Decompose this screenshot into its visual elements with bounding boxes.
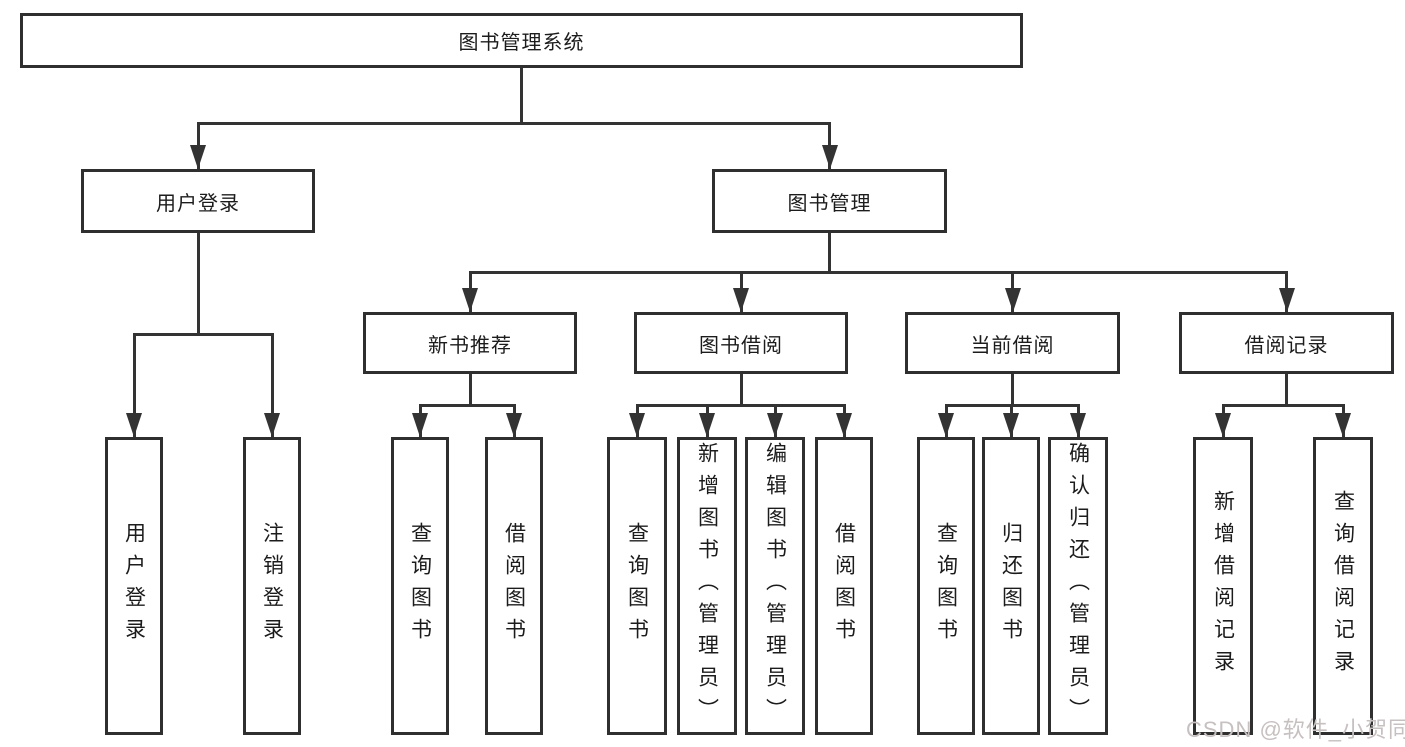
node-mgmt-label: 图书管理 <box>787 192 872 215</box>
node-rec-borrow: 借阅图书 <box>485 437 543 735</box>
watermark-text: CSDN @软件_小贺同学 <box>1186 717 1405 742</box>
node-record: 借阅记录 <box>1179 312 1394 374</box>
connector-borrow-stem <box>739 374 743 405</box>
arrowhead-borrow-edit <box>767 413 783 437</box>
connector-mgmt-rail <box>468 270 1288 274</box>
node-rec-borrow-label: 借阅图书 <box>502 522 526 650</box>
node-borrow-label: 图书借阅 <box>699 334 783 357</box>
node-borrow-edit: 编辑图书（管理员） <box>745 437 805 735</box>
node-borrow-query: 查询图书 <box>607 437 667 735</box>
node-rec: 新书推荐 <box>363 312 577 374</box>
connector-root-stem <box>520 68 523 123</box>
connector-borrow-rail <box>635 403 846 407</box>
arrowhead-borrow-query <box>629 413 645 437</box>
connector-record-stem <box>1285 374 1288 405</box>
node-login-label: 用户登录 <box>156 192 240 215</box>
connector-login-rail <box>132 332 274 336</box>
node-borrow-query-label: 查询图书 <box>625 522 649 650</box>
node-current-confirm-label: 确认归还（管理员） <box>1066 442 1090 730</box>
node-current-query: 查询图书 <box>917 437 975 735</box>
node-record-query-label: 查询借阅记录 <box>1331 490 1355 682</box>
arrowhead-record-query <box>1335 413 1351 437</box>
node-current-query-label: 查询图书 <box>934 522 958 650</box>
connector-login-to-login-user <box>132 334 136 437</box>
arrowhead-rec <box>462 288 478 312</box>
node-login-logout: 注销登录 <box>243 437 301 735</box>
node-login-user-label: 用户登录 <box>122 522 146 650</box>
node-root-label: 图书管理系统 <box>458 32 585 54</box>
node-borrow-edit-label: 编辑图书（管理员） <box>763 442 787 730</box>
node-current-confirm: 确认归还（管理员） <box>1048 437 1108 735</box>
node-login: 用户登录 <box>81 169 315 233</box>
arrowhead-login-user <box>126 413 142 437</box>
node-current-return-label: 归还图书 <box>999 522 1023 650</box>
node-borrow-borrow-label: 借阅图书 <box>832 522 856 650</box>
connector-record-rail <box>1221 403 1345 407</box>
connector-mgmt-stem <box>828 233 831 272</box>
arrowhead-rec-borrow <box>506 413 522 437</box>
node-borrow-borrow: 借阅图书 <box>815 437 873 735</box>
arrowhead-login <box>190 145 206 169</box>
node-rec-label: 新书推荐 <box>428 334 512 357</box>
arrowhead-rec-query <box>412 413 428 437</box>
arrowhead-borrow <box>733 288 749 312</box>
arrowhead-record <box>1278 288 1295 312</box>
node-current-return: 归还图书 <box>982 437 1040 735</box>
arrowhead-record-add <box>1215 413 1231 437</box>
node-rec-query-label: 查询图书 <box>408 522 432 650</box>
connector-login-to-login-logout <box>270 334 274 437</box>
node-root: 图书管理系统 <box>20 13 1023 68</box>
node-login-logout-label: 注销登录 <box>260 522 284 650</box>
arrowhead-current <box>1004 288 1021 312</box>
node-rec-query: 查询图书 <box>391 437 449 735</box>
node-record-add-label: 新增借阅记录 <box>1211 490 1235 682</box>
node-mgmt: 图书管理 <box>712 169 947 233</box>
arrowhead-borrow-borrow <box>836 413 852 437</box>
arrowhead-borrow-add <box>699 413 715 437</box>
node-record-add: 新增借阅记录 <box>1193 437 1253 735</box>
node-current: 当前借阅 <box>905 312 1120 374</box>
node-record-query: 查询借阅记录 <box>1313 437 1373 735</box>
arrowhead-mgmt <box>821 145 838 169</box>
connector-rec-stem <box>468 374 472 405</box>
arrowhead-current-return <box>1003 413 1019 437</box>
connector-current-stem <box>1011 374 1014 405</box>
node-login-user: 用户登录 <box>105 437 163 735</box>
node-borrow-add-label: 新增图书（管理员） <box>695 442 719 730</box>
node-record-label: 借阅记录 <box>1244 334 1329 357</box>
arrowhead-current-query <box>938 413 954 437</box>
connector-login-stem <box>196 233 200 334</box>
connector-root-rail <box>196 121 831 125</box>
node-borrow: 图书借阅 <box>634 312 848 374</box>
node-current-label: 当前借阅 <box>970 334 1055 357</box>
arrowhead-current-confirm <box>1070 413 1086 437</box>
connector-rec-rail <box>418 403 516 407</box>
node-borrow-add: 新增图书（管理员） <box>677 437 737 735</box>
arrowhead-login-logout <box>264 413 280 437</box>
